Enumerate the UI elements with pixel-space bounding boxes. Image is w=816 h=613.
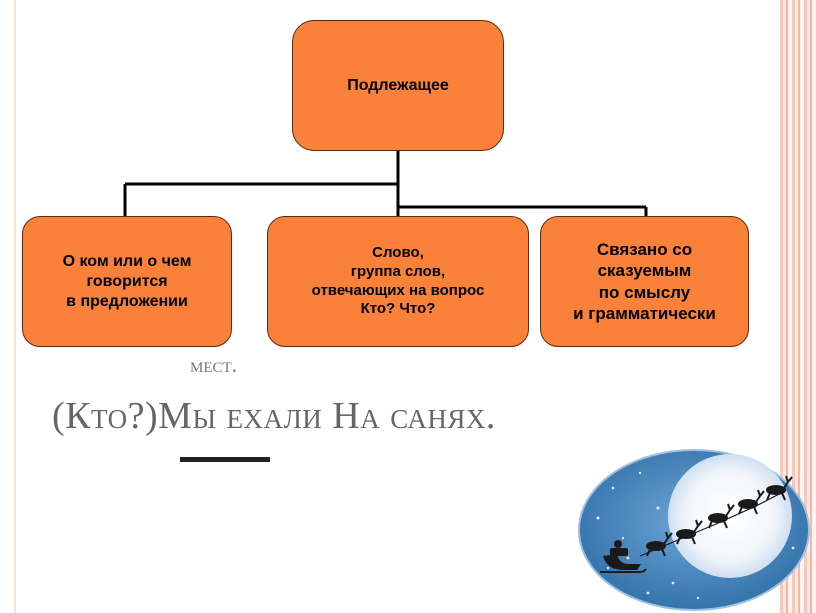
node-slovo-gruppa-slov: Слово, группа слов, отвечающих на вопрос… [267,216,529,347]
subject-underline [180,457,270,462]
node-o-kom-govoritsya: О ком или о чем говорится в предложении [22,216,232,347]
slide-left-border [14,0,16,613]
snowflakes [596,471,795,600]
node-svyazano-so-skazuemym: Связано со сказуемым по смыслу и граммат… [540,216,749,347]
node-podlezhashchee: Подлежащее [292,20,504,151]
example-sentence: (Кто?)Мы ехали На санях. [52,395,496,437]
sleigh-silhouette [600,540,647,573]
reindeer-silhouettes [639,475,793,557]
text-fragment: мест. [190,352,238,377]
moon [668,454,792,578]
moon-sleigh-illustration [578,449,810,611]
